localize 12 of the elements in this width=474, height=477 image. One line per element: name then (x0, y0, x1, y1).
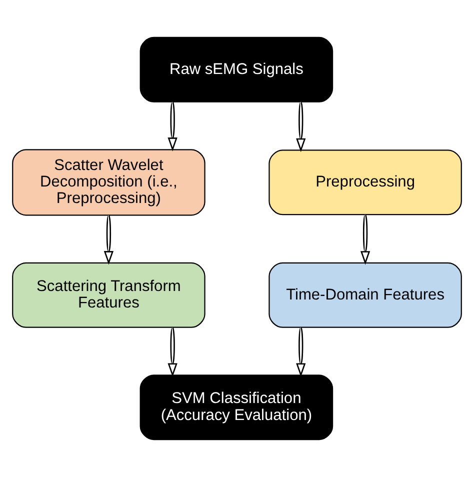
node-box: Raw sEMG Signals (140, 36, 334, 102)
node-box: Scattering Transform Features (12, 262, 206, 328)
arrow (296, 327, 306, 377)
arrow (296, 102, 306, 152)
arrow (168, 102, 178, 152)
arrow (168, 327, 178, 377)
node-box: Time-Domain Features (268, 262, 462, 328)
node-box: SVM Classification (Accuracy Evaluation) (140, 374, 334, 440)
arrow (104, 215, 114, 265)
node-box: Preprocessing (268, 150, 462, 216)
arrow (360, 214, 370, 265)
node-box: Scatter Wavelet Decomposition (i.e., Preprocessing) (12, 149, 206, 216)
